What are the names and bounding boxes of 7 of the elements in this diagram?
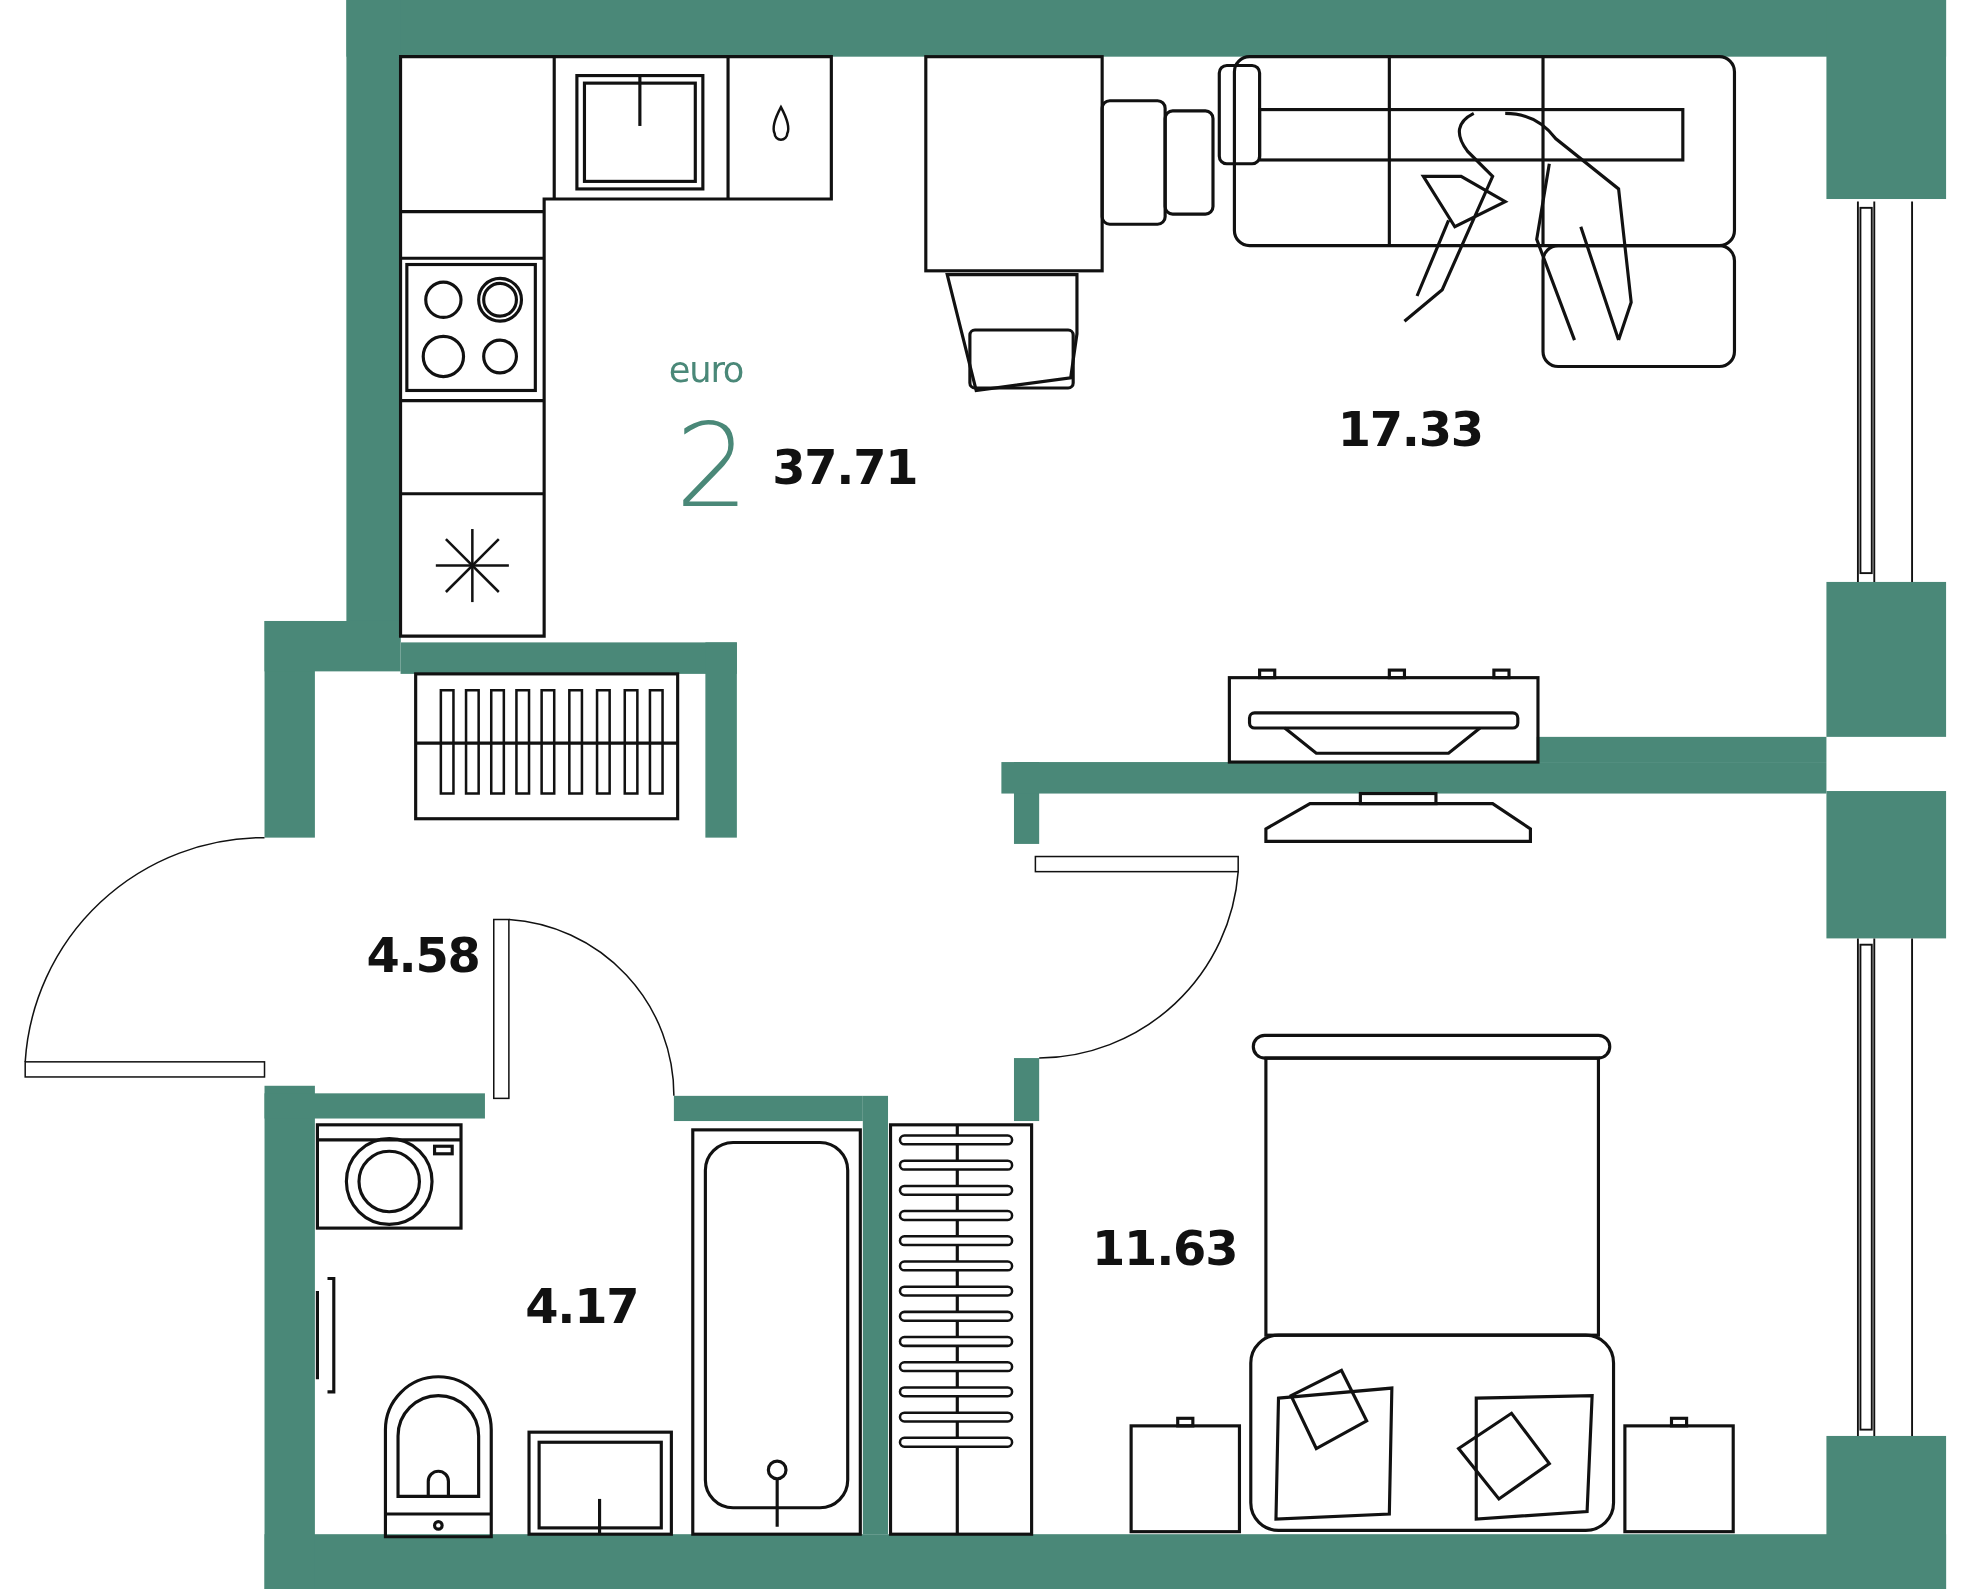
total-area-label: 37.71 <box>772 443 918 492</box>
room-count-label: 2 <box>675 409 748 526</box>
room-area-label: 17.33 <box>1337 405 1483 454</box>
room-area-label: 11.63 <box>1092 1224 1238 1273</box>
room-area-label: 4.17 <box>525 1282 639 1331</box>
room-area-label: 4.58 <box>366 932 480 980</box>
apartment-type-label: euro <box>668 352 744 388</box>
